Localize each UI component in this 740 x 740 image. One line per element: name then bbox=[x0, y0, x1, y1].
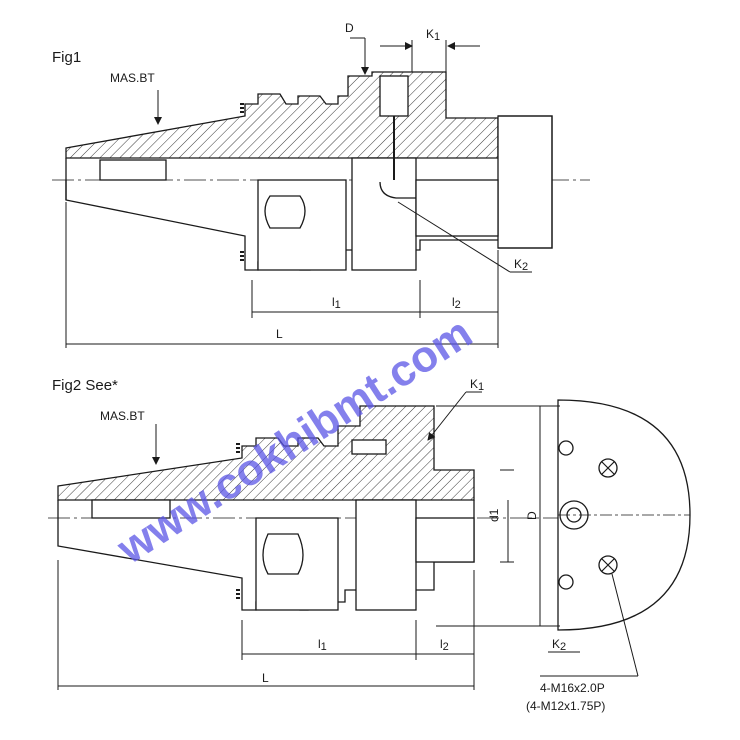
fig2-thread-spec-alt: (4-M12x1.75P) bbox=[526, 699, 605, 713]
fig1-drawing bbox=[52, 71, 590, 271]
fig2-thread-spec: 4-M16x2.0P bbox=[540, 681, 605, 695]
fig1-dim-D: D bbox=[345, 21, 354, 35]
fig1-screw bbox=[379, 75, 409, 117]
fig1-dim-K2: K2 bbox=[514, 257, 528, 273]
fig2-dim-L: L bbox=[262, 671, 269, 685]
fig2-title: Fig2 See* bbox=[52, 377, 118, 394]
fig2-dim-D: D bbox=[525, 511, 539, 520]
fig2-material-label: MAS.BT bbox=[100, 409, 145, 423]
fig1-dim-l1: l1 bbox=[332, 295, 341, 311]
fig2-dim-K1: K1 bbox=[470, 377, 484, 393]
fig2-dim-l1: l1 bbox=[318, 637, 327, 653]
fig2-dim-d1: d1 bbox=[487, 508, 501, 522]
fig2-dim-K2: K2 bbox=[552, 637, 566, 653]
fig2-flange-groove bbox=[255, 517, 339, 611]
fig2-dimensions bbox=[57, 391, 639, 690]
fig2-screw bbox=[351, 439, 387, 455]
fig2-drawing bbox=[48, 405, 690, 611]
fig2-end-view bbox=[557, 399, 691, 631]
fig1-dim-K1: K1 bbox=[426, 27, 440, 43]
fig1-dimensions bbox=[65, 37, 532, 348]
fig1-dim-l2: l2 bbox=[452, 295, 461, 311]
fig1-material-label: MAS.BT bbox=[110, 71, 155, 85]
fig2-upper-section bbox=[57, 405, 475, 501]
fig1-end-cap bbox=[497, 115, 553, 249]
fig2-dim-l2: l2 bbox=[440, 637, 449, 653]
fig1-dim-L: L bbox=[276, 327, 283, 341]
fig1-title: Fig1 bbox=[52, 49, 81, 66]
